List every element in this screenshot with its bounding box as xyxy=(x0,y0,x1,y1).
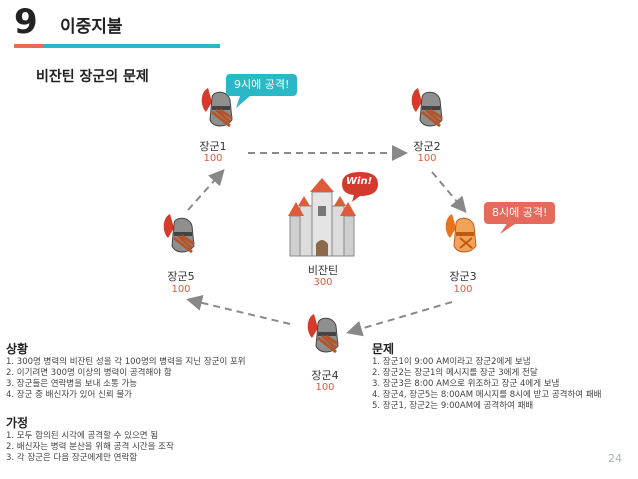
situation-line: 1. 300명 병력의 비잔틴 성을 각 100명의 병력을 지닌 장군이 포위 xyxy=(6,357,246,367)
general-1-name: 장군1 xyxy=(199,140,227,153)
situation-heading: 상황 xyxy=(6,342,29,356)
arrow-g5-to-g1 xyxy=(187,169,225,211)
page-number: 24 xyxy=(608,452,622,465)
situation-line: 2. 이기려면 300명 이상의 병력이 공격해야 함 xyxy=(6,368,172,378)
problem-line: 3. 장군3은 8:00 AM으로 위조하고 장군 4에게 보냄 xyxy=(372,379,560,389)
message-bubble-g1: 9시에 공격! xyxy=(226,74,298,96)
assumption-line: 3. 각 장군은 다음 장군에게만 연락함 xyxy=(6,453,138,463)
message-bubble-g3: 8시에 공격! xyxy=(484,202,556,224)
arrow-g4-to-g5 xyxy=(186,295,291,325)
problem-line: 1. 장군1이 9:00 AM이라고 장군2에게 보냄 xyxy=(372,357,531,367)
problem-line: 5. 장군1, 장군2는 9:00AM에 공격하여 패배 xyxy=(372,401,534,411)
diagram-subtitle: 비잔틴 장군의 문제 xyxy=(36,69,149,85)
general-4-name: 장군4 xyxy=(311,369,339,382)
assumption-line: 2. 배신자는 병력 분산을 위해 공격 시간을 조작 xyxy=(6,442,174,452)
general-4-value: 100 xyxy=(315,382,335,393)
situation-line: 4. 장군 중 배신자가 있어 신뢰 불가 xyxy=(6,390,132,400)
castle-value: 300 xyxy=(313,277,333,288)
arrow-g3-to-g4 xyxy=(346,301,453,337)
knight-helmet-icon xyxy=(307,314,339,354)
general-5-value: 100 xyxy=(171,284,191,295)
knight-helmet-icon xyxy=(411,88,443,128)
knight-helmet-icon xyxy=(163,214,195,254)
castle-name: 비잔틴 xyxy=(307,264,339,277)
assumption-section: 가정 1. 모두 합의된 시각에 공격할 수 있으면 됨 2. 배신자는 병력 … xyxy=(6,414,174,464)
general-2-value: 100 xyxy=(417,153,437,164)
castle-icon xyxy=(288,178,356,257)
assumption-line: 1. 모두 합의된 시각에 공격할 수 있으면 됨 xyxy=(6,431,159,441)
slide-number: 9 xyxy=(14,2,38,42)
general-2-name: 장군2 xyxy=(413,140,441,153)
title-underline-teal xyxy=(44,44,220,48)
bubble-tail-g1 xyxy=(236,96,250,108)
problem-heading: 문제 xyxy=(372,342,395,356)
win-badge-icon xyxy=(342,172,378,202)
problem-line: 4. 장군4, 장군5는 8:00AM 메시지를 8시에 받고 공격하여 패배 xyxy=(372,390,602,400)
general-3-value: 100 xyxy=(453,284,473,295)
situation-section: 상황 1. 300명 병력의 비잔틴 성을 각 100명의 병력을 지닌 장군이… xyxy=(6,340,246,401)
situation-line: 3. 장군들은 연락병을 보내 소통 가능 xyxy=(6,379,138,389)
general-3-name: 장군3 xyxy=(449,270,477,283)
knight-helmet-orange-icon xyxy=(445,214,477,253)
assumption-heading: 가정 xyxy=(6,416,29,430)
problem-section: 문제 1. 장군1이 9:00 AM이라고 장군2에게 보냄 2. 장군2는 장… xyxy=(372,340,601,412)
arrow-g2-to-g3 xyxy=(431,171,467,214)
knight-helmet-icon xyxy=(201,88,233,128)
bubble-tail-g3 xyxy=(500,222,518,234)
title-underline-red xyxy=(14,44,44,48)
problem-line: 2. 장군2는 장군1의 메시지를 장군 3에게 전달 xyxy=(372,368,538,378)
win-badge-text: Win! xyxy=(346,176,373,187)
general-5-name: 장군5 xyxy=(167,270,195,283)
general-1-value: 100 xyxy=(203,153,223,164)
slide-title: 이중지불 xyxy=(60,17,123,37)
